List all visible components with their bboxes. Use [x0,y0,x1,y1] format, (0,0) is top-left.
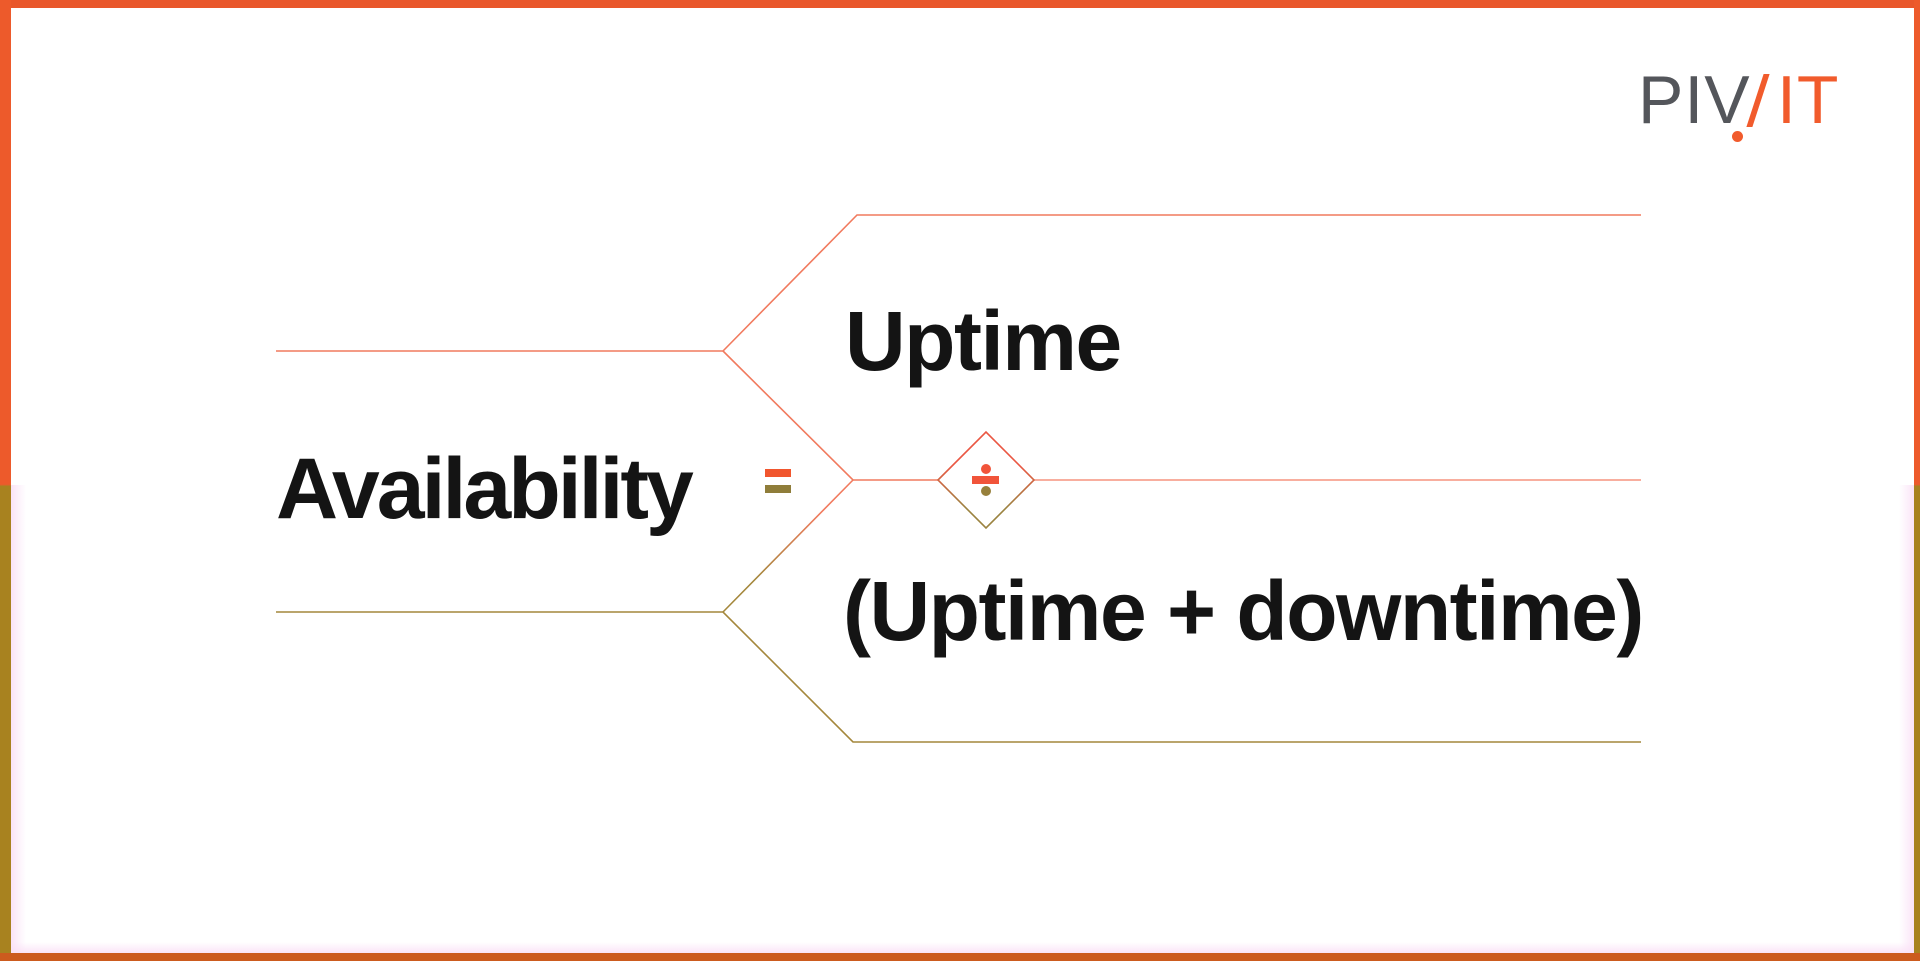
equals-sign [765,469,791,493]
divide-diamond-shape [936,430,1036,530]
logo-text-orange: IT [1777,62,1840,138]
availability-label: Availability [276,441,694,537]
frame-border-right [1914,0,1920,961]
frame-border-bottom [0,953,1920,961]
divide-symbol-top-dot [981,464,991,474]
diamond-connector-line [722,479,854,613]
pivit-logo: PIV IT [1638,64,1858,148]
equals-top-bar [765,469,791,477]
frame-glow-right [1899,485,1914,953]
logo-dot-icon [1732,131,1743,142]
frame-glow-bottom [11,942,1914,953]
equals-bottom-bar [765,485,791,493]
divide-symbol-bottom-dot [981,486,991,496]
numerator-label: Uptime [845,294,1122,388]
frame-border-top [0,0,1920,8]
numerator-bracket-line [276,214,1641,352]
denominator-label: (Uptime + downtime) [843,564,1644,658]
divide-symbol-bar [972,476,999,484]
logo-text-gray: PIV [1638,62,1751,138]
frame-border-left [0,0,11,961]
denominator-bracket-line [276,611,1641,743]
frame-glow-left [11,485,26,953]
